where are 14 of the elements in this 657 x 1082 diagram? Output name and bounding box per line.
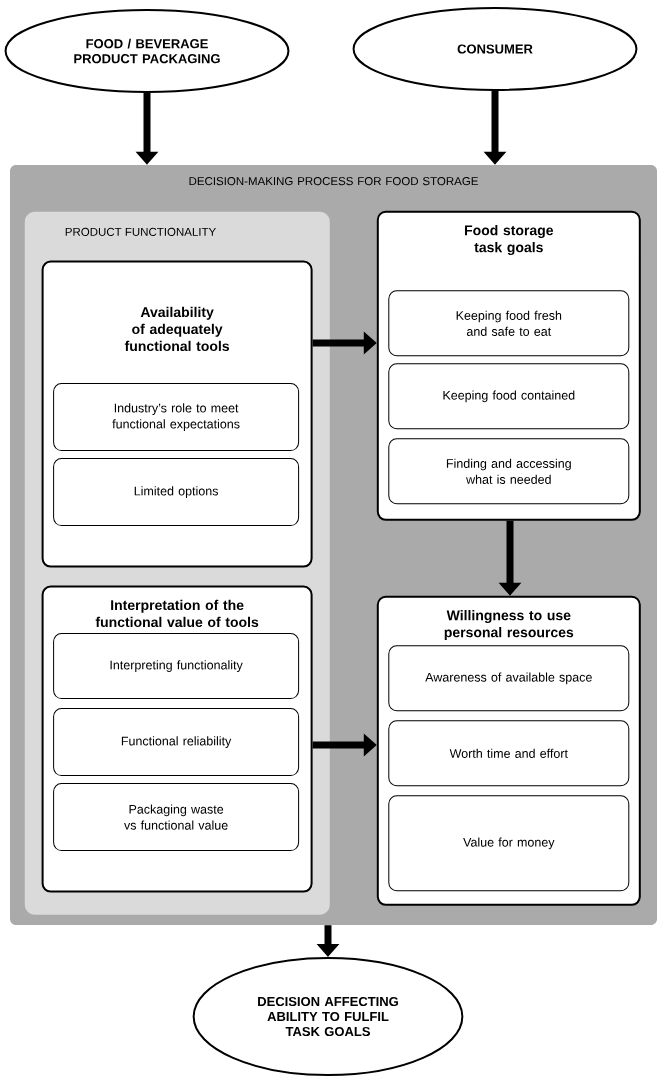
item-box: Finding and accessing what is needed <box>388 438 630 505</box>
item-box: Functional reliability <box>53 708 300 777</box>
item-box: Interpreting functionality <box>53 633 300 700</box>
item-box: Awareness of available space <box>388 645 630 712</box>
item-box: Value for money <box>388 795 630 892</box>
item-box: Limited options <box>53 458 300 527</box>
oval-node: DECISION AFFECTING ABILITY TO FULFIL TASK GOALS <box>192 957 464 1076</box>
oval-node: CONSUMER <box>352 7 638 91</box>
item-box: Industry’s role to meet functional expectations <box>53 383 300 452</box>
oval-node: FOOD / BEVERAGE PRODUCT PACKAGING <box>4 9 290 93</box>
item-box: Keeping food contained <box>388 363 630 430</box>
item-box: Keeping food fresh and safe to eat <box>388 290 630 357</box>
item-box: Worth time and effort <box>388 720 630 787</box>
item-box: Packaging waste vs functional value <box>53 783 300 852</box>
